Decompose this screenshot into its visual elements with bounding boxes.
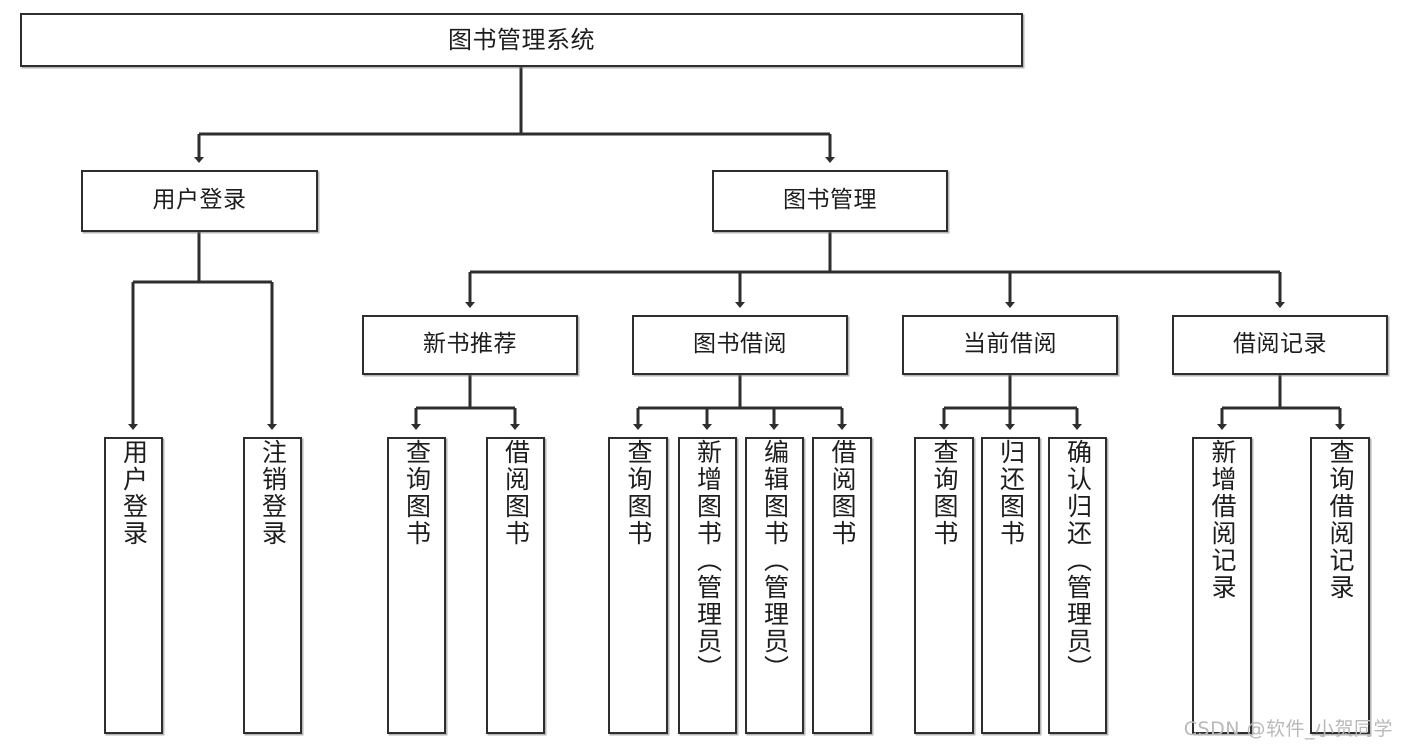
node-label: 注销登录 [258, 439, 288, 547]
csdn-watermark: CSDN @软件_小贺同学 [1183, 718, 1393, 740]
leaf-query-book-recommend[interactable]: 查询图书 [387, 437, 446, 734]
node-user-login[interactable]: 用户登录 [81, 170, 318, 232]
leaf-borrow-book[interactable]: 借阅图书 [812, 437, 872, 734]
leaf-query-borrow-record[interactable]: 查询借阅记录 [1310, 437, 1370, 734]
node-book-borrow[interactable]: 图书借阅 [632, 315, 848, 375]
node-borrow-record[interactable]: 借阅记录 [1172, 315, 1388, 375]
node-label: 用户登录 [119, 439, 149, 547]
leaf-borrow-book-recommend[interactable]: 借阅图书 [486, 437, 545, 734]
leaf-query-book-current[interactable]: 查询图书 [914, 437, 974, 734]
leaf-confirm-return-admin[interactable]: 确认归还（管理员） [1048, 437, 1107, 734]
leaf-logout[interactable]: 注销登录 [243, 437, 302, 734]
leaf-query-book-borrow[interactable]: 查询图书 [608, 437, 668, 734]
node-label: 确认归还（管理员） [1063, 439, 1093, 682]
leaf-add-borrow-record[interactable]: 新增借阅记录 [1192, 437, 1252, 734]
node-book-management[interactable]: 图书管理 [712, 170, 948, 232]
node-label: 查询图书 [402, 439, 432, 547]
node-current-borrow[interactable]: 当前借阅 [902, 315, 1118, 375]
leaf-user-login[interactable]: 用户登录 [104, 437, 163, 734]
node-root-system[interactable]: 图书管理系统 [20, 13, 1023, 67]
node-label: 图书借阅 [693, 331, 787, 358]
leaf-return-book[interactable]: 归还图书 [981, 437, 1040, 734]
node-label: 借阅图书 [828, 439, 857, 547]
node-label: 查询图书 [624, 439, 653, 547]
leaf-edit-book-admin[interactable]: 编辑图书（管理员） [745, 437, 804, 734]
node-label: 图书管理系统 [448, 25, 595, 54]
node-label: 编辑图书（管理员） [760, 439, 790, 682]
node-label: 借阅记录 [1233, 331, 1327, 358]
node-label: 查询借阅记录 [1326, 439, 1355, 601]
node-label: 查询图书 [930, 439, 959, 547]
node-label: 用户登录 [152, 187, 247, 214]
node-label: 新书推荐 [423, 331, 517, 358]
leaf-add-book-admin[interactable]: 新增图书（管理员） [678, 437, 737, 734]
node-label: 借阅图书 [501, 439, 531, 547]
node-label: 当前借阅 [963, 331, 1057, 358]
node-label: 图书管理 [783, 187, 877, 214]
node-label: 新增图书（管理员） [693, 439, 723, 682]
node-new-book-recommend[interactable]: 新书推荐 [362, 315, 578, 375]
node-label: 新增借阅记录 [1208, 439, 1237, 601]
node-label: 归还图书 [996, 439, 1026, 547]
